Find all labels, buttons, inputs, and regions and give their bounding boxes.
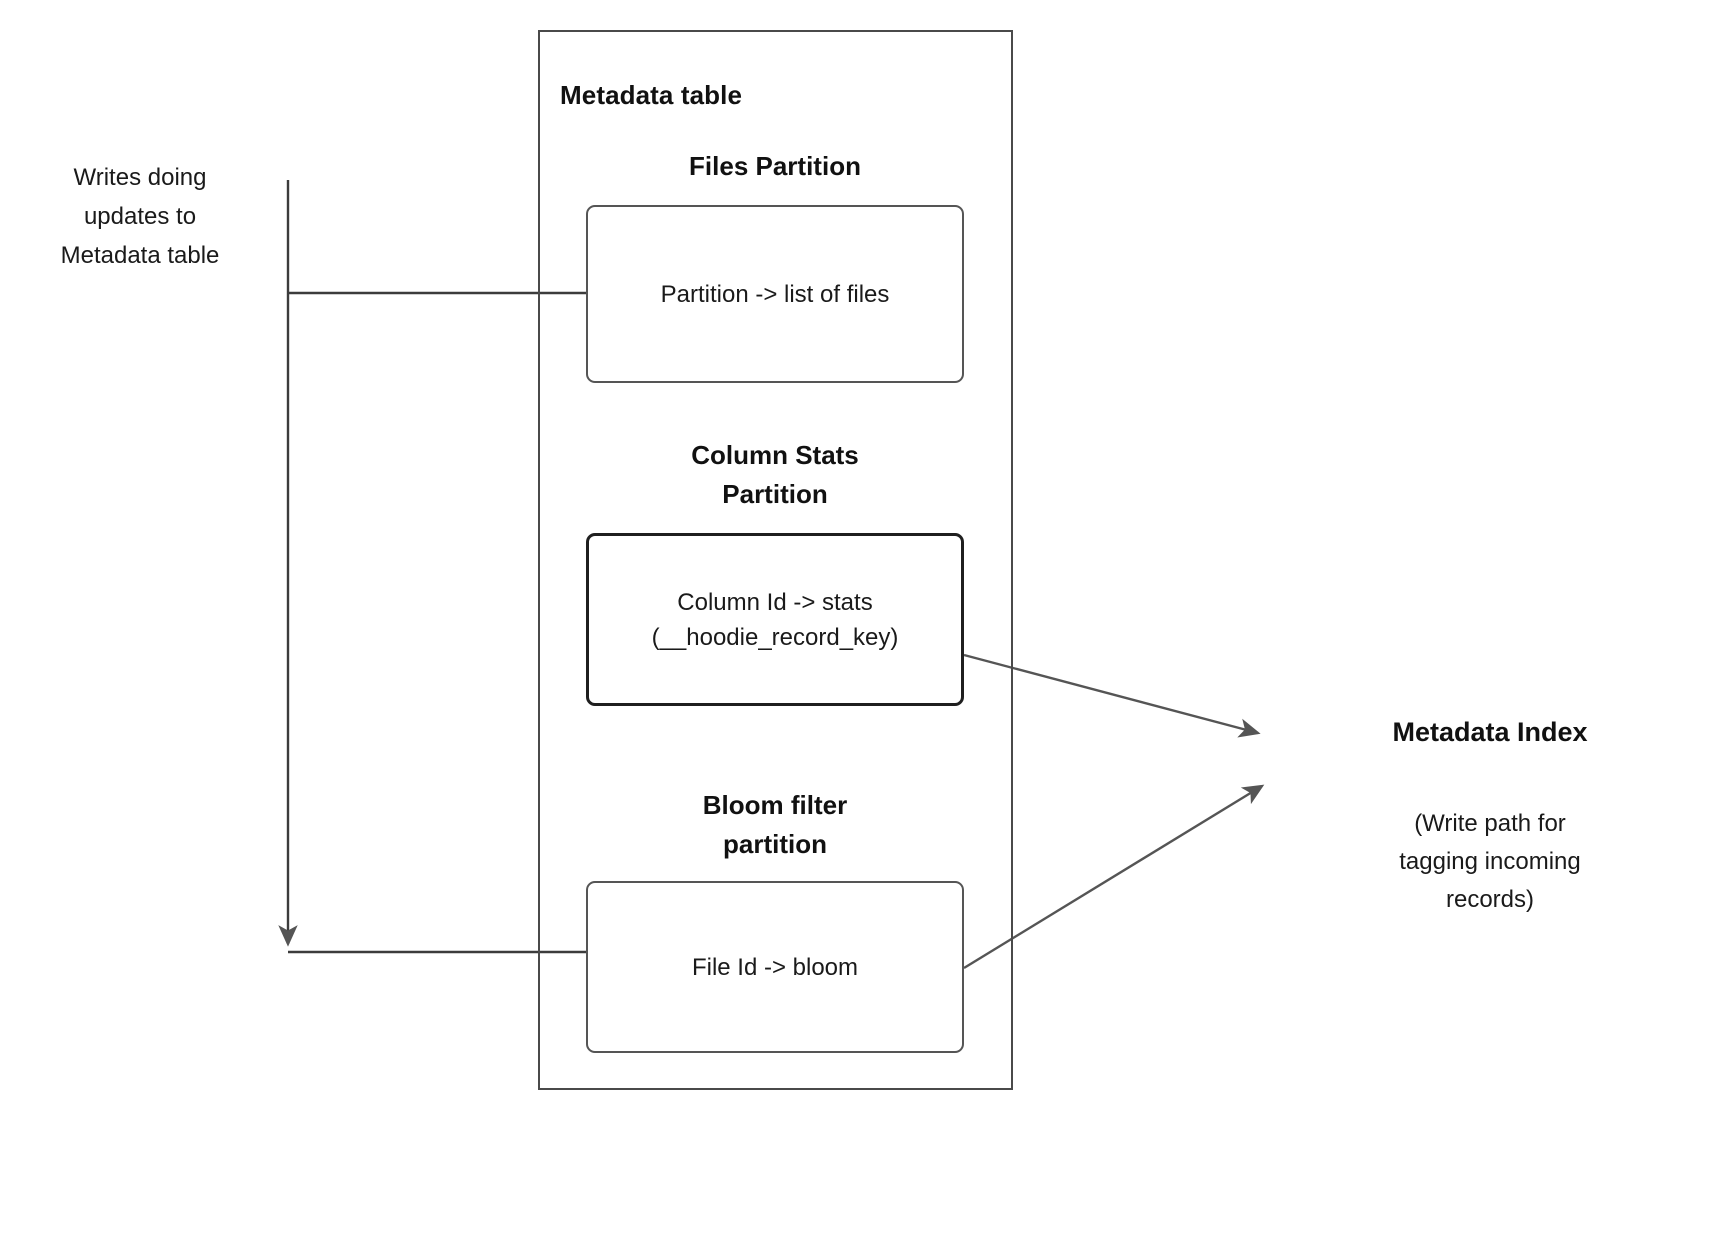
column-stats-partition-box-text: Column Id -> stats (__hoodie_record_key): [642, 585, 909, 655]
metadata-index-caption: (Write path for tagging incoming records…: [1300, 805, 1680, 919]
metadata-table-title: Metadata table: [560, 80, 743, 110]
column-stats-partition-heading-line-1: Column Stats: [691, 440, 859, 470]
writes-annotation: Writes doing updates to Metadata table: [10, 158, 270, 275]
bloom-filter-partition-heading: Bloom filter partition: [585, 786, 965, 864]
metadata-index-title: Metadata Index: [1392, 717, 1588, 747]
writes-annotation-line-3: Metadata table: [60, 242, 220, 269]
column-stats-partition-box-line-1: Column Id -> stats: [677, 588, 873, 616]
bloom-filter-partition-box-line-1: File Id -> bloom: [691, 953, 859, 981]
bloom-filter-partition-heading-line-1: Bloom filter: [702, 790, 848, 820]
files-partition-box-line-1: Partition -> list of files: [660, 280, 890, 308]
files-partition-heading-line-1: Files Partition: [689, 151, 861, 181]
column-stats-partition-box: Column Id -> stats (__hoodie_record_key): [586, 533, 964, 706]
writes-annotation-line-1: Writes doing: [73, 164, 207, 191]
bloom-filter-partition-box-text: File Id -> bloom: [682, 950, 868, 985]
bloom-filter-partition-heading-line-2: partition: [723, 829, 827, 859]
writes-annotation-line-2: updates to: [83, 203, 197, 230]
metadata-table-container: [538, 30, 1013, 1090]
bloom-filter-partition-box: File Id -> bloom: [586, 881, 964, 1053]
metadata-index-caption-line-1: (Write path for: [1414, 810, 1566, 837]
column-stats-partition-heading-line-2: Partition: [722, 479, 828, 509]
files-partition-box: Partition -> list of files: [586, 205, 964, 383]
files-partition-heading: Files Partition: [585, 147, 965, 186]
metadata-index-caption-line-2: tagging incoming: [1399, 848, 1581, 875]
metadata-index-caption-line-3: records): [1445, 886, 1535, 913]
column-stats-partition-box-line-2: (__hoodie_record_key): [651, 623, 899, 651]
column-stats-partition-heading: Column Stats Partition: [585, 436, 965, 514]
files-partition-box-text: Partition -> list of files: [651, 277, 900, 312]
